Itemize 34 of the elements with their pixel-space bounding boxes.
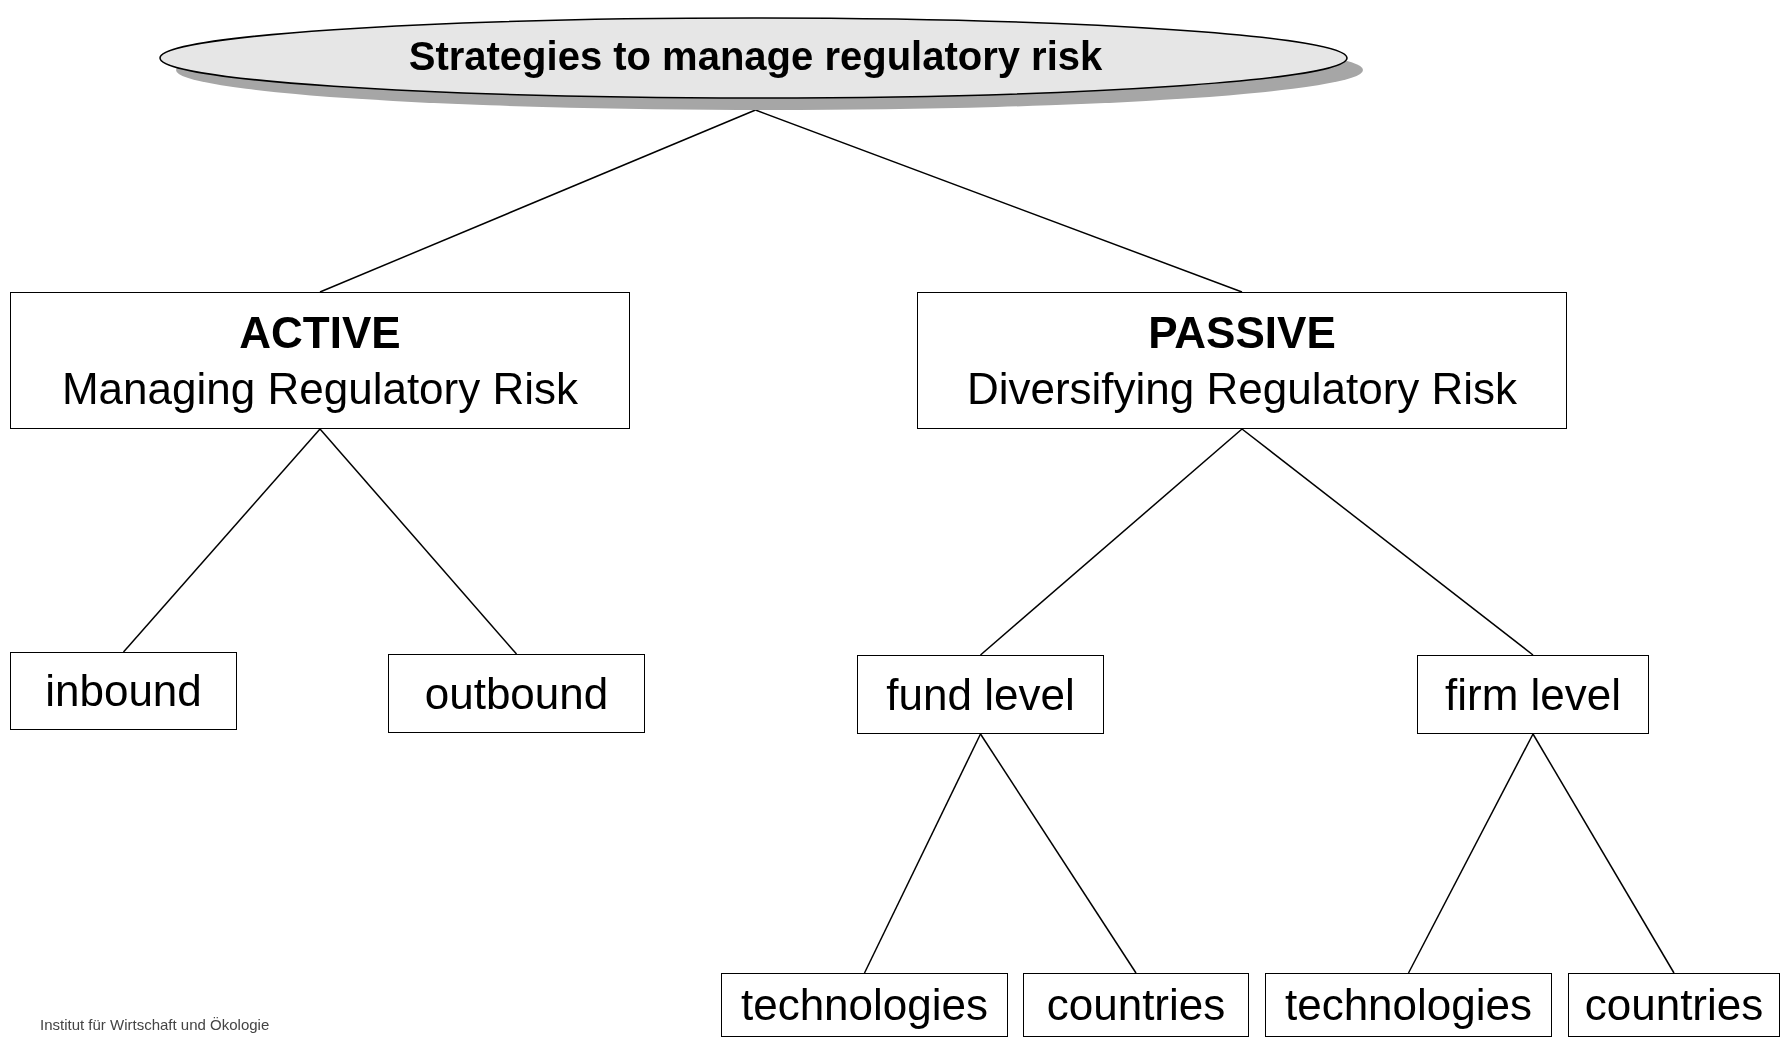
box-text: technologies (740, 979, 989, 1031)
box-text: countries (1584, 979, 1764, 1031)
box-text: Diversifying Regulatory Risk (966, 362, 1518, 415)
footer-note: Institut für Wirtschaft und Ökologie (40, 1015, 270, 1035)
connector-line (863, 733, 982, 974)
connector-line (122, 428, 321, 653)
connector-line (979, 733, 1137, 974)
category-box (1265, 973, 1552, 1037)
connector-line (1532, 733, 1675, 974)
box-text: Managing Regulatory Risk (61, 362, 578, 415)
box-heading: PASSIVE (1148, 306, 1336, 359)
category-box (10, 652, 237, 730)
box-text: fund level (886, 668, 1075, 721)
connector-line (319, 428, 518, 655)
box-heading: ACTIVE (239, 306, 401, 359)
connector-line (1407, 733, 1534, 974)
category-box (1568, 973, 1780, 1037)
connector-line (1241, 428, 1534, 656)
box-text: outbound (424, 667, 609, 720)
category-box (1023, 973, 1249, 1037)
connector-line (979, 428, 1243, 656)
category-box (917, 292, 1567, 429)
category-box (388, 654, 645, 733)
box-text: technologies (1284, 979, 1533, 1031)
box-text: firm level (1445, 668, 1621, 721)
title-text: Strategies to manage regulatory risk (408, 36, 1103, 76)
category-box (1417, 655, 1649, 734)
connector-line (319, 109, 757, 293)
connector-line (754, 109, 1243, 293)
category-box (721, 973, 1008, 1037)
category-box (10, 292, 630, 429)
category-box (857, 655, 1104, 734)
box-text: countries (1046, 979, 1226, 1031)
box-text: inbound (45, 665, 202, 717)
